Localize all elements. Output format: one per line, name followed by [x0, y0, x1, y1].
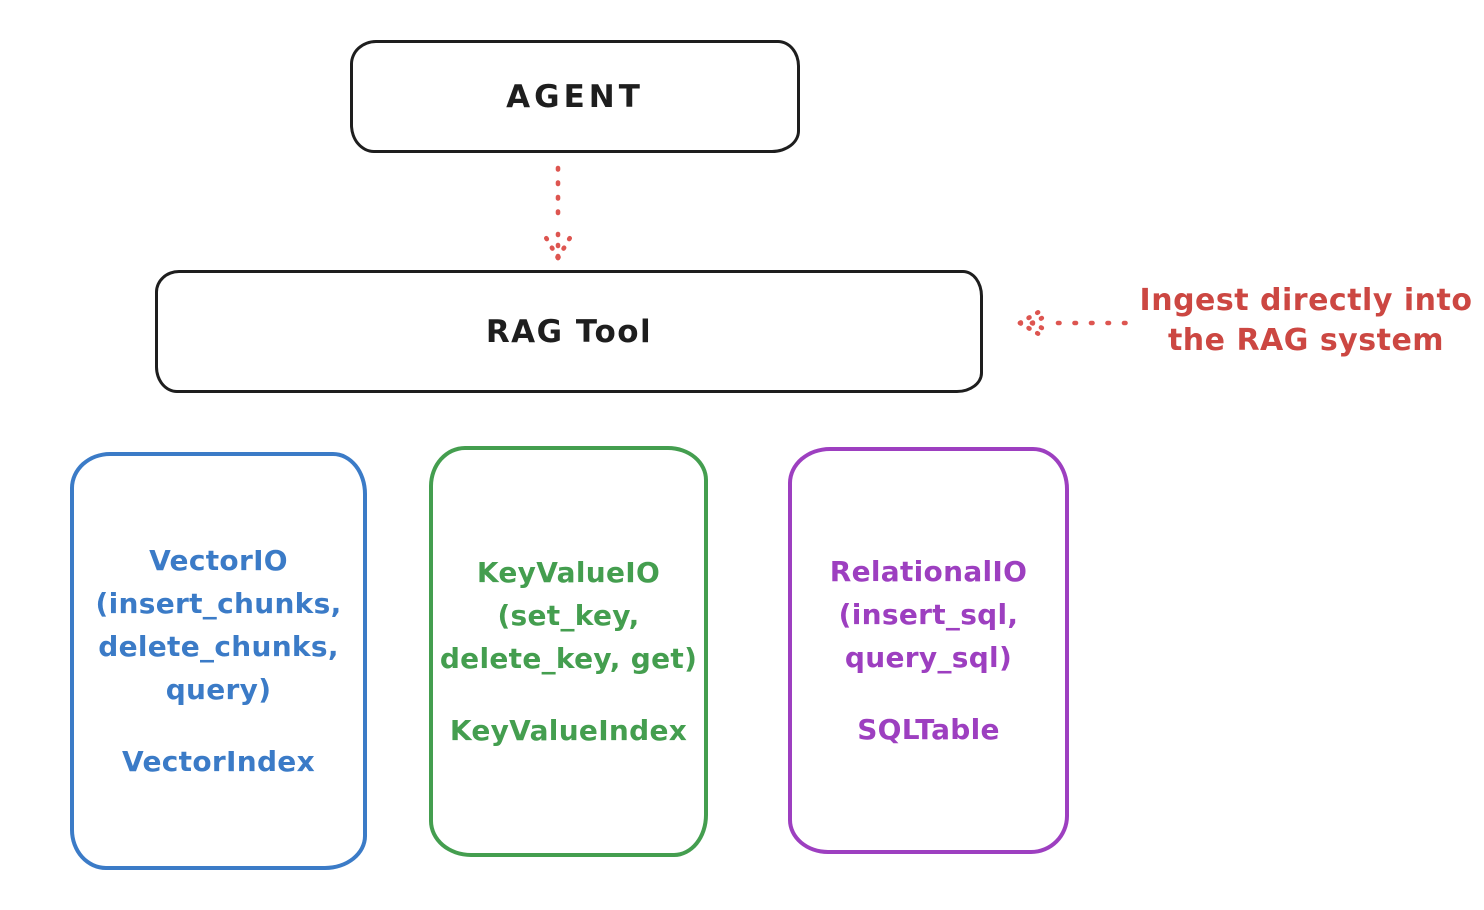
agent-box: AGENT [350, 40, 800, 153]
relational-io-box: RelationalIO (insert_sql, query_sql) SQL… [788, 447, 1069, 854]
box-line: query_sql) [844, 641, 1013, 674]
keyvalue-io-box: KeyValueIO (set_key, delete_key, get) Ke… [429, 446, 708, 857]
vector-index-label: VectorIndex [122, 745, 315, 778]
dotted-arrow-down-icon [542, 165, 574, 261]
box-line: (insert_sql, [838, 598, 1019, 631]
box-line: VectorIO [149, 544, 288, 577]
annotation-line-2: the RAG system [1167, 323, 1445, 358]
box-line: RelationalIO [829, 555, 1028, 588]
box-line: (insert_chunks, [95, 587, 342, 620]
vector-io-box: VectorIO (insert_chunks, delete_chunks, … [70, 452, 367, 870]
box-line: query) [165, 673, 272, 706]
dotted-arrow-left-icon [1017, 307, 1141, 339]
box-line: (set_key, [497, 599, 640, 632]
box-line: delete_chunks, [98, 630, 339, 663]
annotation-line-1: Ingest directly into [1139, 283, 1473, 318]
rag-tool-label: RAG Tool [485, 313, 653, 350]
sql-table-label: SQLTable [857, 713, 1000, 746]
box-line: KeyValueIO [476, 556, 661, 589]
rag-tool-box: RAG Tool [155, 270, 983, 393]
annotation-text: Ingest directly into the RAG system [1128, 281, 1484, 361]
keyvalue-index-label: KeyValueIndex [449, 714, 688, 747]
agent-label: AGENT [506, 78, 644, 115]
box-line: delete_key, get) [439, 642, 698, 675]
